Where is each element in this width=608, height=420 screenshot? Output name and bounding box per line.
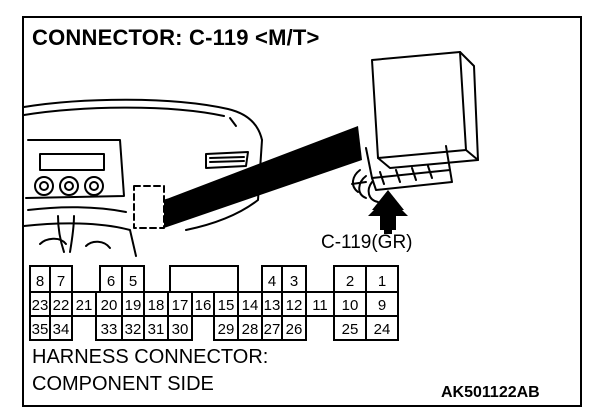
- center-console: [25, 139, 125, 199]
- pin-number: 12: [286, 297, 303, 314]
- diagram-frame: [22, 16, 582, 407]
- pin-number: 24: [374, 321, 391, 338]
- radio-display: [39, 153, 105, 171]
- hvac-knob-center: [59, 176, 79, 196]
- pin-number: 9: [378, 297, 386, 314]
- reference-code: AK501122AB: [441, 384, 540, 401]
- pin-number: 23: [32, 297, 49, 314]
- hvac-knob-right: [84, 176, 104, 196]
- pin-number: 14: [242, 297, 259, 314]
- pin-number: 27: [264, 321, 281, 338]
- diagram-title: CONNECTOR: C-119 <M/T>: [32, 25, 320, 50]
- pin-number: 8: [36, 273, 44, 290]
- pin-number: 10: [342, 297, 359, 314]
- pin-number: 7: [57, 273, 65, 290]
- pin-number: 13: [264, 297, 281, 314]
- pin-number: 32: [125, 321, 142, 338]
- dash-vent: [205, 151, 249, 169]
- pin-number: 25: [342, 321, 359, 338]
- pin-number: 6: [107, 273, 115, 290]
- pin-number: 3: [290, 273, 298, 290]
- pin-number: 18: [148, 297, 165, 314]
- pin-number: 22: [53, 297, 70, 314]
- pin-number: 17: [172, 297, 189, 314]
- connector-latch: [169, 265, 239, 292]
- pin-number: 35: [32, 321, 49, 338]
- pin-cell: [281, 315, 307, 341]
- pin-number: 5: [129, 273, 137, 290]
- hvac-knob-left: [34, 176, 54, 196]
- pin-number: 26: [286, 321, 303, 338]
- pin-number: 34: [53, 321, 70, 338]
- pin-cell: [49, 315, 73, 341]
- pin-number: 2: [346, 273, 354, 290]
- pin-number: 29: [218, 321, 235, 338]
- pin-number: 19: [125, 297, 142, 314]
- gear-shift: [57, 215, 75, 253]
- pin-number: 33: [101, 321, 118, 338]
- pin-number: 20: [101, 297, 118, 314]
- component-side-label: COMPONENT SIDE: [32, 373, 214, 395]
- pin-cell: [365, 315, 399, 341]
- connector-id-label: C-119(GR): [321, 232, 413, 253]
- pin-number: 16: [195, 297, 212, 314]
- harness-connector-label: HARNESS CONNECTOR:: [32, 346, 269, 368]
- pin-number: 15: [218, 297, 235, 314]
- pin-number: 28: [242, 321, 259, 338]
- pin-number: 31: [148, 321, 165, 338]
- pin-number: 30: [172, 321, 189, 338]
- callout-wedge: [164, 126, 362, 228]
- pin-cell: [167, 315, 193, 341]
- pin-number: 21: [76, 297, 93, 314]
- dashboard-outline: [23, 98, 263, 141]
- pin-number: 4: [268, 273, 276, 290]
- pin-number: 11: [312, 297, 328, 314]
- pin-number: 1: [378, 273, 386, 290]
